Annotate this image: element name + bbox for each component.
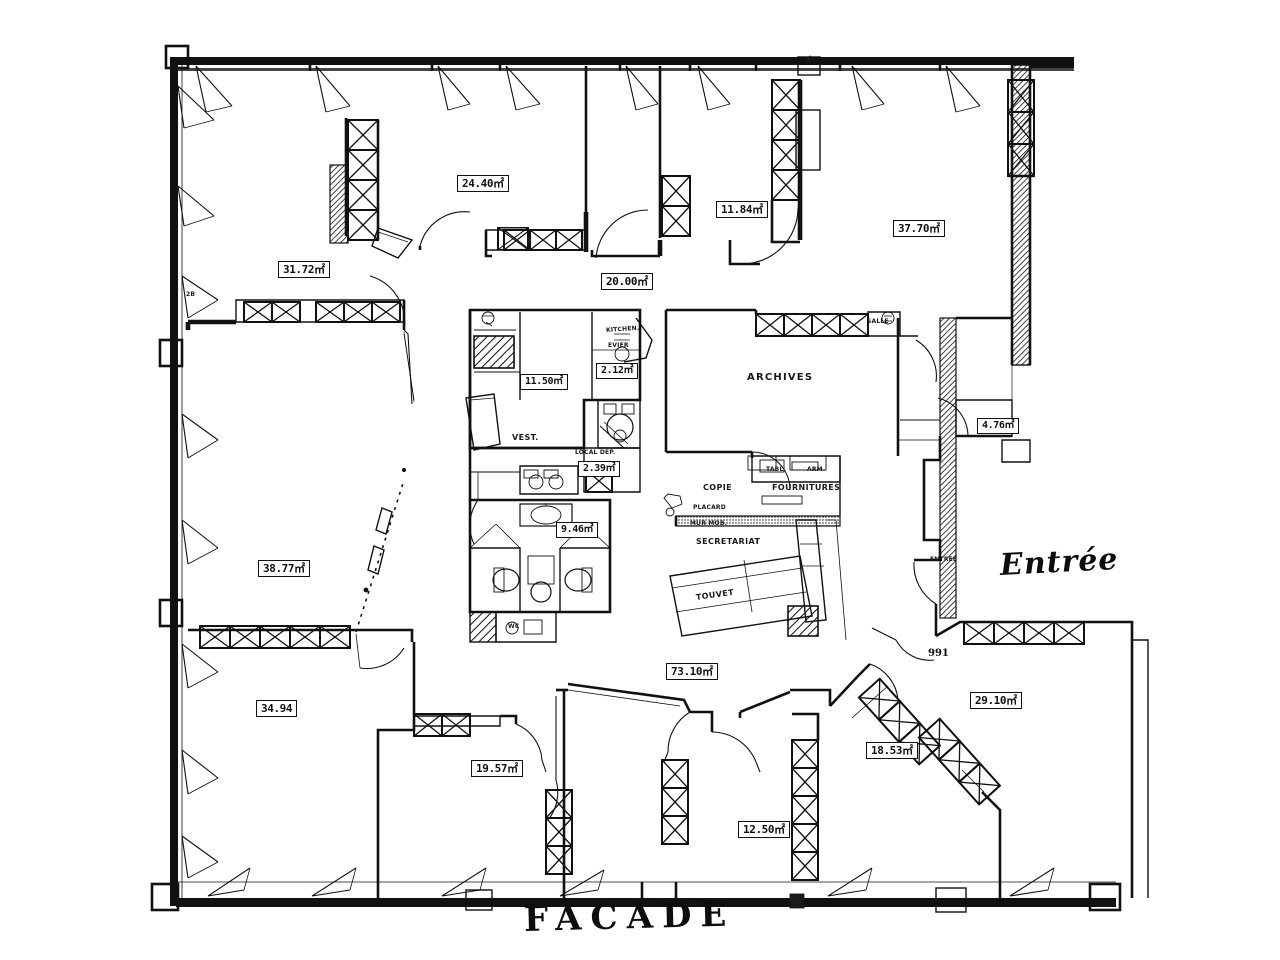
exterior-wall-left [158,57,184,906]
room-label-mur-mobile: MUR MOB. [690,520,728,527]
bottom-wall-openings [207,867,1055,913]
room-38-77 [185,322,414,670]
office-20-00 [590,66,799,266]
core-block [465,308,653,500]
area-chip: 18.53㎡ [866,742,918,759]
cabinet-run-29-10 [963,621,1085,645]
area-chip: 11.84㎡ [716,201,768,218]
room-label-tablette: TABL. [766,466,786,473]
room-label-salle: SALLE [867,318,889,325]
top-wall-openings [195,55,981,113]
office-24-40 [329,66,589,259]
leader-lines [403,331,1013,403]
area-chip: 29.10㎡ [970,692,1022,709]
room-label-zone-2b: 2B [186,291,196,298]
room-19-57 [545,688,573,898]
touvet-desk [669,555,813,637]
area-chip: 19.57㎡ [471,760,523,777]
room-label-secretariat: SECRETARIAT [696,537,761,546]
room-18-53 [829,663,1002,898]
area-chip: 9.46㎡ [556,522,599,538]
room-label-armoire: ARM. [807,466,826,473]
cabinet-column-19-57 [545,789,573,875]
area-chip: 73.10㎡ [666,663,718,680]
area-chip: 11.50㎡ [520,374,568,390]
handwriting-facade: FACADE [523,894,736,940]
wc-block [468,498,612,643]
area-chip: 31.72㎡ [278,261,330,278]
area-chip: 34.94 [256,700,298,717]
area-chip: 4.76㎡ [977,418,1020,434]
cabinet-column-12-50 [791,739,819,881]
entree-corridor [871,397,1149,898]
handwriting-entree: Entrée [999,541,1120,583]
cabinet-run-vertical-left [329,119,379,244]
cabinet-run-19-57-top [413,713,471,737]
area-chip: 38.77㎡ [258,560,310,577]
handwriting-note-991: 991 [928,648,949,659]
room-label-wc: WC [508,623,520,630]
cabinet-column-73-10 [661,759,689,845]
exterior-wall-bottom [150,881,1122,912]
room-label-archives: ARCHIVES [747,372,814,383]
office-37-70 [1007,79,1035,178]
office-31-72 [188,275,415,405]
cabinet-run-11-84-right [770,79,821,244]
cabinet-run-11-84-left [661,175,691,237]
area-chip: 37.70㎡ [893,220,945,237]
area-chip: 20.00㎡ [601,273,653,290]
room-label-placard: PLACARD [693,504,726,511]
room-34-94 [376,642,547,898]
room-label-vestiaire: VEST. [512,433,539,442]
room-73-10 [567,682,761,845]
left-wall-openings [177,85,219,879]
area-chip: 24.40㎡ [457,175,509,192]
area-chip: 2.12㎡ [596,363,639,379]
archives-room [664,308,940,491]
room-label-local-dep: LOCAL DEP. [575,449,616,456]
room-label-entree-stamp: ENTREE [930,556,958,563]
area-chip: 12.50㎡ [738,821,790,838]
cabinet-run-38-77-bottom [199,625,351,649]
room-label-fournitures: FOURNITURES [772,483,841,492]
area-chip: 2.39㎡ [578,461,621,477]
room-label-evier: EVIER [608,342,629,349]
room-label-copie: COPIE [703,483,732,492]
exterior-wall-right [939,62,1074,619]
room-12-50 [738,688,832,881]
secretariat-zone [663,455,847,641]
